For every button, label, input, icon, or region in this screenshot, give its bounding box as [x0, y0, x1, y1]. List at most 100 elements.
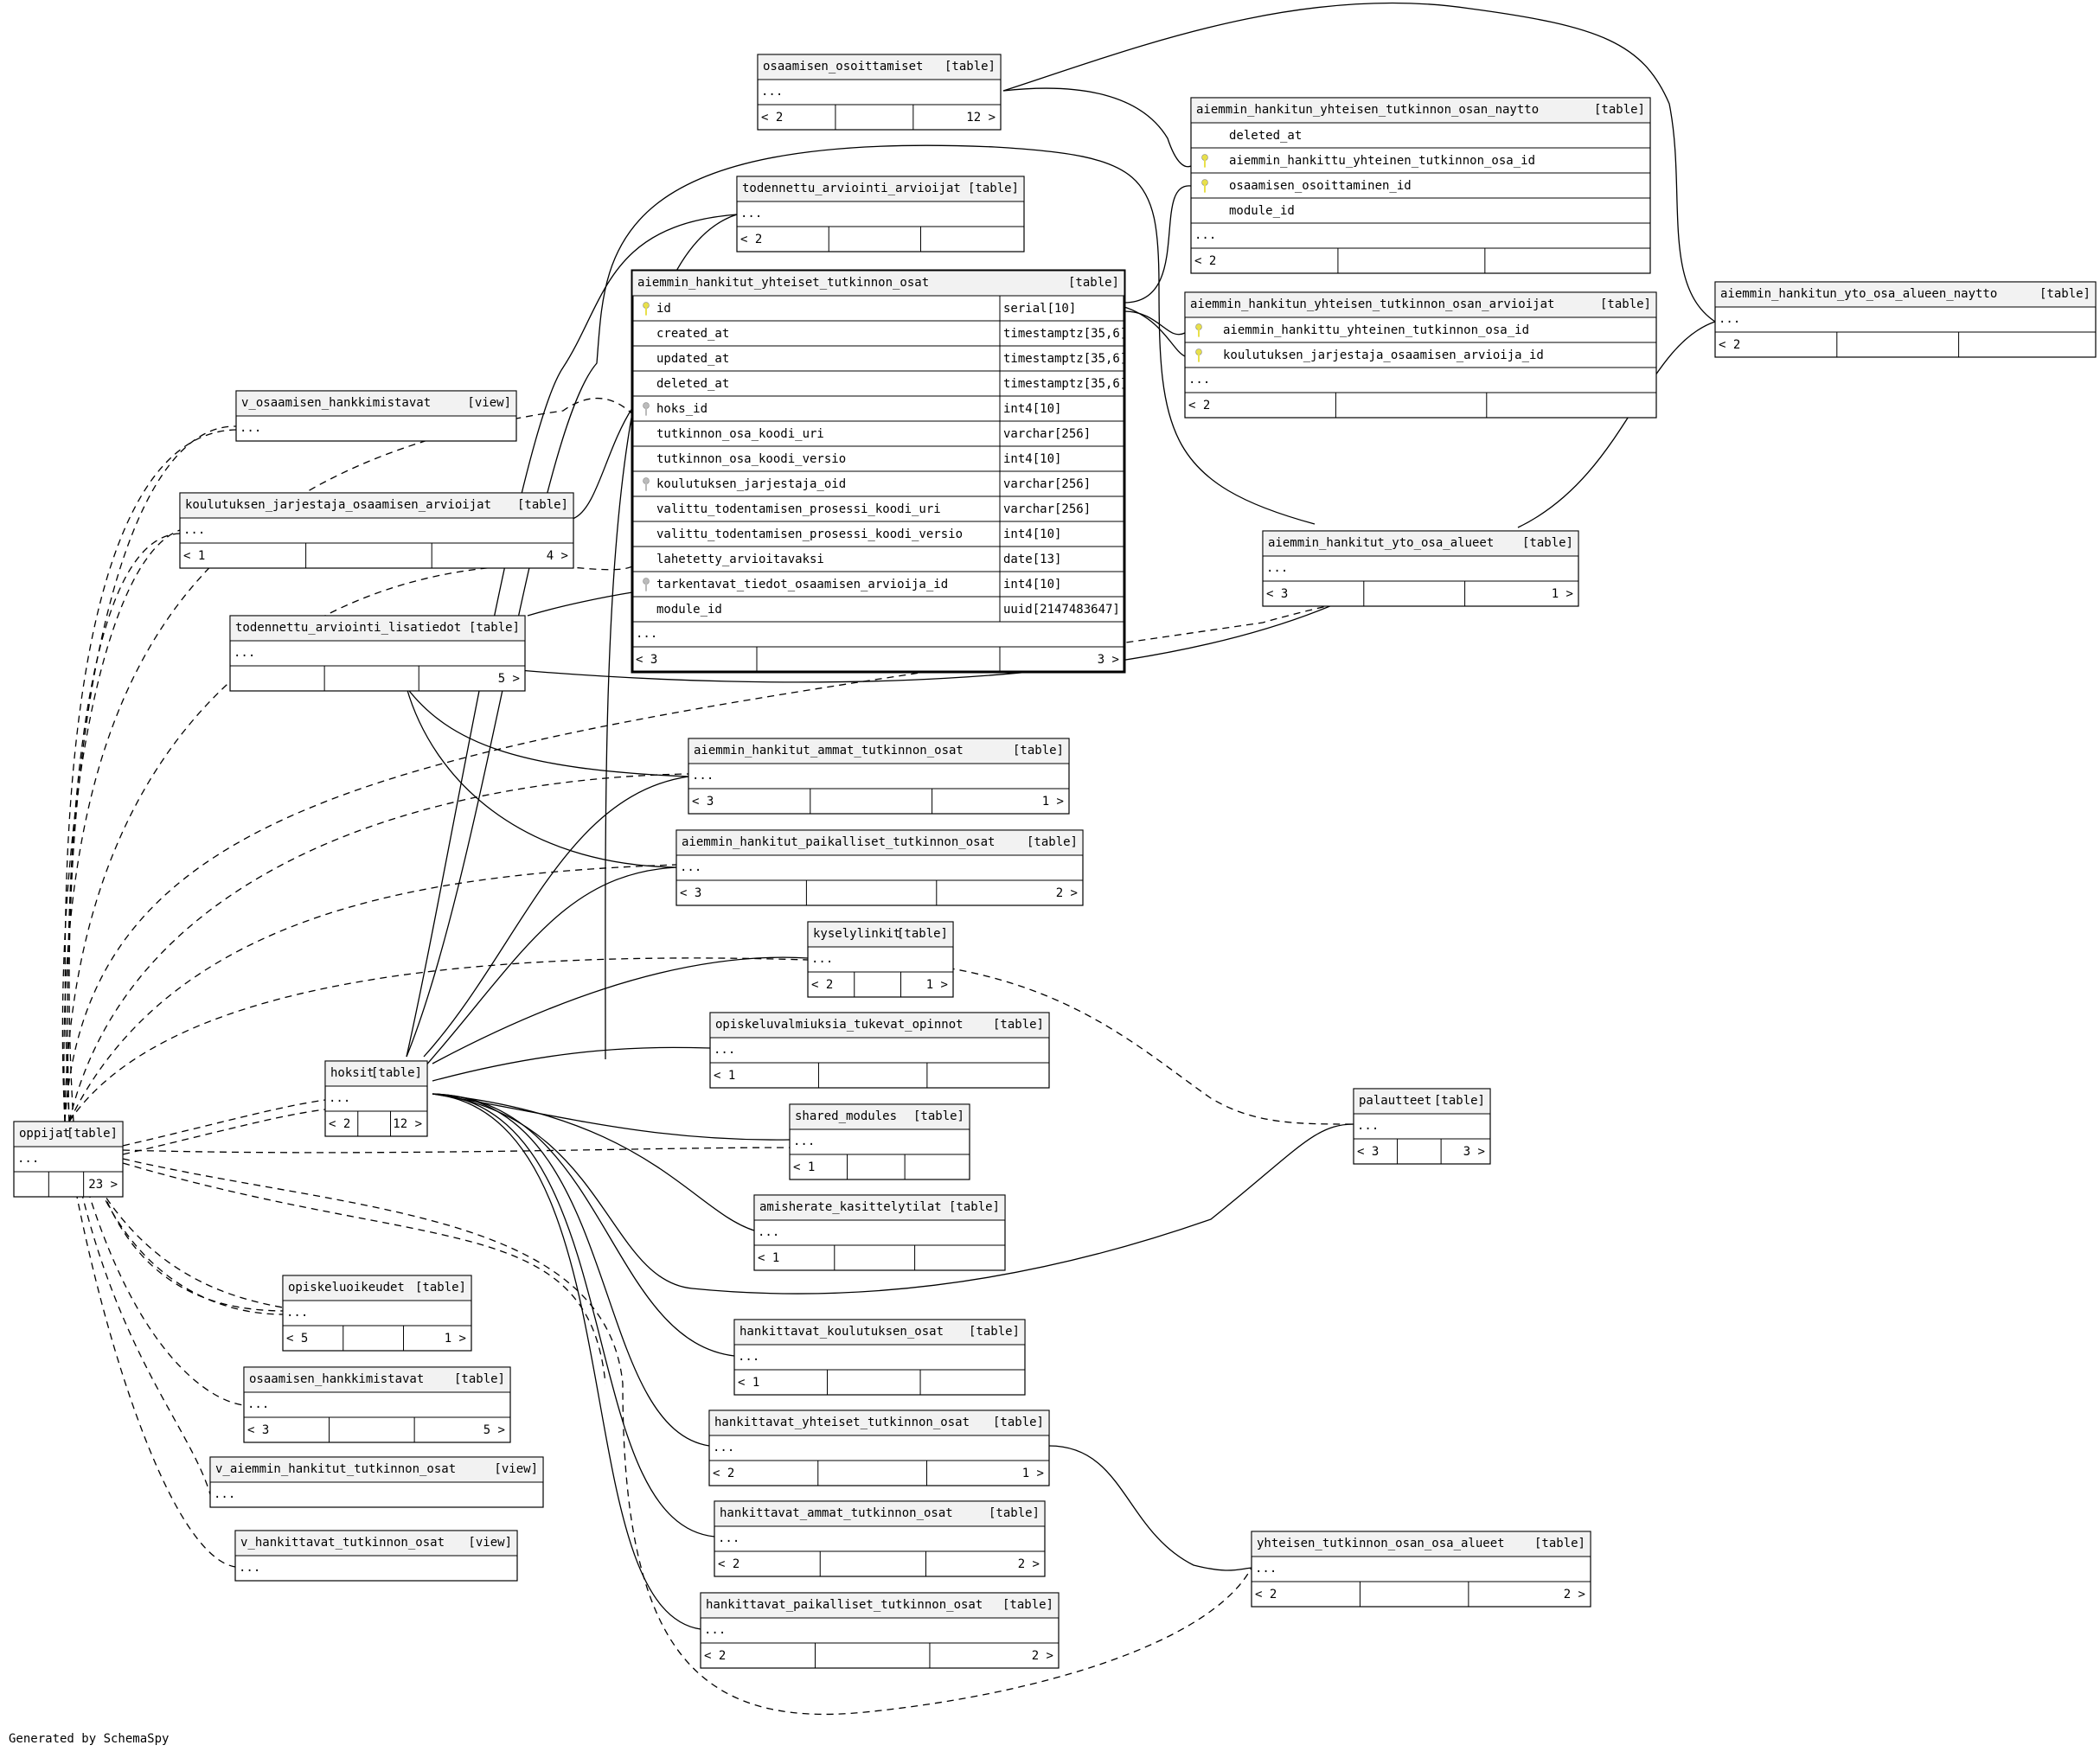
table-header: [733, 1319, 1026, 1346]
table-box-todennettu_arviointi_lisatiedot[interactable]: todennettu_arviointi_lisatiedot[table]..…: [229, 615, 526, 692]
table-name: todennettu_arviointi_lisatiedot: [235, 621, 461, 635]
generated-by-footer: Generated by SchemaSpy: [9, 1732, 170, 1746]
table-box-h_ammat[interactable]: hankittavat_ammat_tutkinnon_osat[table].…: [714, 1500, 1046, 1577]
column-name: koulutuksen_jarjestaja_osaamisen_arvioij…: [1223, 348, 1544, 362]
table-name: opiskeluoikeudet: [288, 1281, 405, 1295]
parent-count-button: < 3: [1266, 587, 1288, 601]
parent-count-button: < 2: [713, 1467, 734, 1480]
more-columns-ellipsis: ...: [240, 421, 261, 435]
table-box-kj_osaamisen_arvioijat[interactable]: koulutuksen_jarjestaja_osaamisen_arvioij…: [179, 492, 574, 569]
column-name: module_id: [656, 603, 722, 617]
table-box-ahyto_alueen_naytto[interactable]: aiemmin_hankitun_yto_osa_alueen_naytto[t…: [1714, 281, 2097, 358]
parent-count-button: < 1: [714, 1069, 735, 1083]
column-type: uuid[2147483647]: [1003, 603, 1120, 617]
relationship-line-31: [67, 533, 181, 1122]
table-name: aiemmin_hankitut_yto_osa_alueet: [1268, 536, 1494, 550]
table-type-tag: [table]: [517, 498, 568, 512]
parent-count-button: < 3: [636, 653, 657, 667]
table-box-ahyto_osa_alueet[interactable]: aiemmin_hankitut_yto_osa_alueet[table]..…: [1262, 530, 1579, 607]
table-box-h_yhteiset[interactable]: hankittavat_yhteiset_tutkinnon_osat[tabl…: [708, 1410, 1050, 1486]
parent-count-button: < 1: [183, 549, 205, 563]
column-name: aiemmin_hankittu_yhteinen_tutkinnon_osa_…: [1223, 323, 1529, 337]
relationship-line-14: [423, 776, 689, 1058]
column-name: id: [656, 302, 671, 316]
more-columns-ellipsis: ...: [680, 860, 701, 874]
table-type-tag: [table]: [1522, 536, 1573, 550]
relationship-line-6: [605, 214, 738, 1060]
table-box-ahyt_arvioijat[interactable]: aiemmin_hankitun_yhteisen_tutkinnon_osan…: [1184, 291, 1657, 419]
more-columns-ellipsis: ...: [1357, 1119, 1379, 1133]
table-name: v_hankittavat_tutkinnon_osat: [240, 1536, 445, 1550]
table-type-tag: [table]: [469, 621, 520, 635]
table-type-tag: [table]: [67, 1127, 118, 1141]
table-header: [757, 54, 1002, 80]
table-name: hankittavat_koulutuksen_osat: [739, 1325, 944, 1339]
table-box-h_koulutuksen_osat[interactable]: hankittavat_koulutuksen_osat[table]...< …: [733, 1319, 1026, 1396]
table-type-tag: [table]: [993, 1018, 1044, 1032]
table-box-ahyt_osat[interactable]: aiemmin_hankitut_yhteiset_tutkinnon_osat…: [631, 269, 1127, 674]
table-box-shared_modules[interactable]: shared_modules[table]...< 1: [789, 1103, 970, 1180]
table-header: [324, 1060, 428, 1087]
column-name: deleted_at: [1229, 129, 1302, 143]
table-box-amisherate[interactable]: amisherate_kasittelytilat[table]...< 1: [753, 1194, 1006, 1271]
table-type-tag: [table]: [944, 60, 996, 74]
column-name: valittu_todentamisen_prosessi_koodi_uri: [656, 502, 941, 516]
relationship-line-34: [64, 596, 1350, 1122]
more-columns-ellipsis: ...: [214, 1487, 235, 1501]
table-header: [179, 492, 574, 519]
table-box-opiskeluvalmiuksia[interactable]: opiskeluvalmiuksia_tukevat_opinnot[table…: [709, 1012, 1050, 1089]
table-box-yhteisen_osa_alueet[interactable]: yhteisen_tutkinnon_osan_osa_alueet [table…: [1251, 1531, 1591, 1608]
parent-count-button: < 2: [1255, 1588, 1277, 1601]
table-header: [675, 829, 1084, 856]
table-box-ah_paikalliset[interactable]: aiemmin_hankitut_paikalliset_tutkinnon_o…: [675, 829, 1084, 906]
table-box-v_h_tutkinnon_osat[interactable]: v_hankittavat_tutkinnon_osat[view]...: [234, 1530, 518, 1582]
table-box-ah_ammat[interactable]: aiemmin_hankitut_ammat_tutkinnon_osat[ta…: [688, 738, 1070, 815]
primary-key-icon: [1201, 179, 1208, 186]
table-name: aiemmin_hankitut_yhteiset_tutkinnon_osat: [637, 276, 929, 290]
child-count-button: 1 >: [926, 978, 948, 992]
foreign-key-icon: [643, 477, 650, 484]
table-type-tag: [table]: [1534, 1537, 1585, 1550]
relationship-line-0: [1002, 87, 1192, 168]
relationship-line-43: [73, 1155, 211, 1495]
table-box-v_ah_tutkinnon_osat[interactable]: v_aiemmin_hankitut_tutkinnon_osat[view].…: [209, 1456, 544, 1508]
more-columns-ellipsis: ...: [714, 1043, 735, 1057]
primary-key-icon: [1195, 323, 1202, 330]
foreign-key-icon: [643, 402, 650, 409]
table-box-ahyt_naytto[interactable]: aiemmin_hankitun_yhteisen_tutkinnon_osan…: [1190, 97, 1651, 274]
relationship-line-29: [68, 425, 237, 1122]
relationship-line-19: [432, 1093, 755, 1231]
table-header: [1184, 291, 1657, 318]
table-header: [700, 1592, 1060, 1619]
relationship-line-21: [432, 1093, 735, 1357]
relationship-lines: [61, 2, 1716, 1716]
more-columns-ellipsis: ...: [811, 952, 833, 966]
column-type: int4[10]: [1003, 578, 1061, 591]
table-type-tag: [view]: [468, 1536, 512, 1550]
table-name: hankittavat_paikalliset_tutkinnon_osat: [706, 1598, 983, 1612]
column-name: hoks_id: [656, 402, 707, 416]
relationship-line-35: [68, 773, 689, 1122]
child-count-button: 1 >: [1552, 587, 1573, 601]
more-columns-ellipsis: ...: [183, 523, 205, 537]
table-box-v_osaamisen_hankkimistavat[interactable]: v_osaamisen_hankkimistavat[view]...: [235, 390, 517, 442]
table-box-oppijat[interactable]: oppijat[table]...23 >: [13, 1121, 124, 1198]
parent-count-button: < 2: [704, 1649, 726, 1663]
column-type: int4[10]: [1003, 402, 1061, 416]
table-box-h_paikalliset[interactable]: hankittavat_paikalliset_tutkinnon_osat[t…: [700, 1592, 1060, 1669]
table-header: [1353, 1088, 1491, 1115]
table-box-todennettu_arviointi_arvioijat[interactable]: todennettu_arviointi_arvioijat[table]...…: [736, 176, 1025, 253]
table-name: osaamisen_osoittamiset: [763, 60, 923, 74]
child-count-button: 2 >: [1018, 1557, 1040, 1571]
table-name: yhteisen_tutkinnon_osan_osa_alueet: [1257, 1537, 1505, 1550]
table-name: hoksit: [330, 1066, 375, 1080]
more-columns-ellipsis: ...: [1194, 228, 1216, 242]
table-header: [736, 176, 1025, 202]
relationship-line-25: [1048, 1445, 1252, 1571]
